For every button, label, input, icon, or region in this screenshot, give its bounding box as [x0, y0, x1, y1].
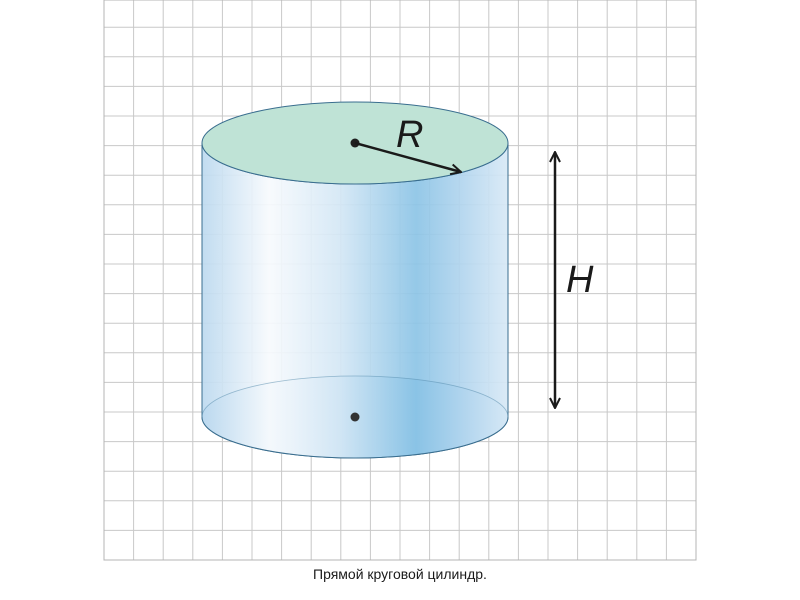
radius-label: R	[396, 114, 423, 156]
bottom-center-point	[350, 412, 360, 422]
figure-caption: Прямой круговой цилиндр.	[313, 566, 487, 582]
cylinder-bottom-back-edge	[201, 375, 509, 418]
cylinder-side-surface	[201, 142, 509, 459]
radius-arrow	[354, 141, 461, 172]
height-label: H	[566, 259, 594, 301]
grid-border	[103, 0, 697, 561]
